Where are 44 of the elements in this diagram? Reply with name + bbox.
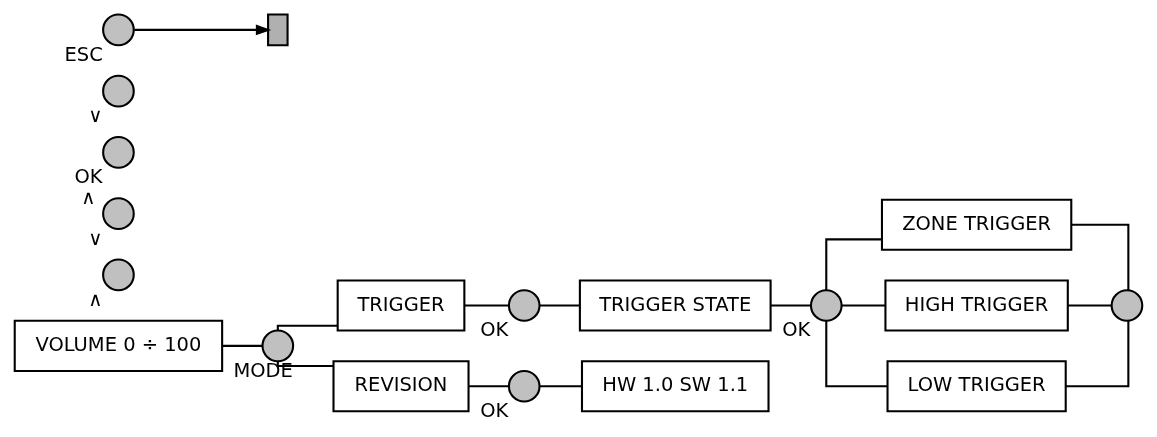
connector xyxy=(539,304,580,307)
node-label: OK xyxy=(782,318,811,342)
node-label: MODE xyxy=(233,358,293,382)
node-circle xyxy=(507,289,541,322)
node-label: ∧ xyxy=(81,186,96,210)
node-door xyxy=(267,13,289,47)
node-box: HIGH TRIGGER xyxy=(884,279,1069,332)
node-label: ∨ xyxy=(88,226,103,250)
node-circle xyxy=(261,329,295,363)
node-circle xyxy=(1110,289,1144,322)
connector xyxy=(825,238,882,291)
node-box: REVISION xyxy=(332,360,470,413)
connector xyxy=(222,344,263,347)
node-circle xyxy=(102,258,135,292)
node-label: ESC xyxy=(64,42,103,66)
node-label: OK xyxy=(74,165,103,189)
node-box: VOLUME 0 ÷ 100 xyxy=(13,319,224,372)
node-box: HW 1.0 SW 1.1 xyxy=(580,360,770,413)
node-label: ∧ xyxy=(88,287,103,311)
node-circle xyxy=(102,136,135,169)
node-box: ZONE TRIGGER xyxy=(880,198,1073,251)
connector xyxy=(770,304,811,307)
connector xyxy=(464,304,509,307)
node-circle xyxy=(809,289,843,322)
node-box: TRIGGER xyxy=(336,279,466,332)
connector xyxy=(825,321,888,388)
node-circle xyxy=(102,13,135,47)
connector xyxy=(276,361,334,368)
node-circle xyxy=(102,74,135,108)
node-box: TRIGGER STATE xyxy=(578,279,772,332)
node-box: LOW TRIGGER xyxy=(886,360,1067,413)
connector xyxy=(1065,321,1130,388)
connector xyxy=(1071,223,1130,290)
node-circle xyxy=(507,369,541,403)
node-label: ∨ xyxy=(88,104,103,128)
connector xyxy=(1068,304,1112,307)
node-label: OK xyxy=(480,399,509,423)
connector xyxy=(276,324,338,331)
node-label: OK xyxy=(480,318,509,342)
connector xyxy=(841,304,886,307)
connector xyxy=(468,385,509,388)
connector xyxy=(539,385,582,388)
node-circle xyxy=(102,197,135,230)
arrow xyxy=(134,24,272,36)
